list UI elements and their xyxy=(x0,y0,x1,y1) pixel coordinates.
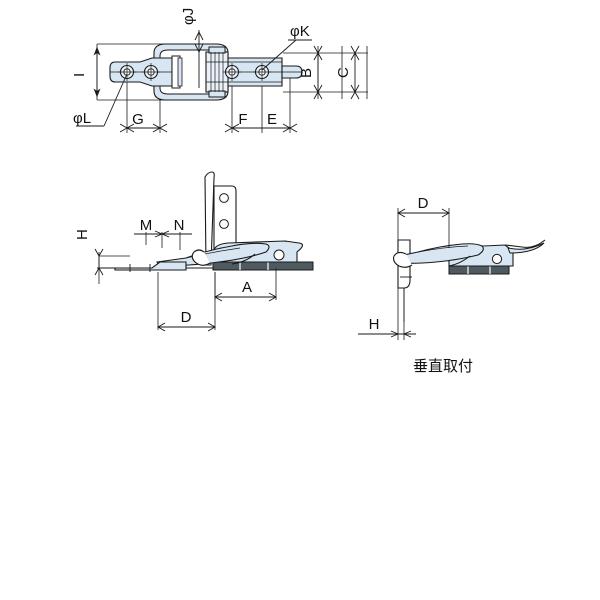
mid-view-hook-wire xyxy=(191,249,256,266)
mid-view-dim-a xyxy=(214,292,277,302)
dim-label-e: E xyxy=(267,111,277,128)
top-view-phi-l-leader xyxy=(103,73,128,127)
top-view-rivet-barrel xyxy=(205,46,229,98)
dim-label-a: A xyxy=(242,279,252,296)
top-view-phi-k-leader xyxy=(261,39,297,71)
mid-view-dim-mn xyxy=(134,230,192,238)
dim-label-f: F xyxy=(238,111,247,128)
right-view-dim-d xyxy=(397,208,450,218)
top-view-phi-j-leader xyxy=(194,30,204,88)
dim-label-b: B xyxy=(298,68,315,78)
dim-label-d-right: D xyxy=(418,195,429,212)
mid-view-dim-d xyxy=(157,322,216,332)
top-view-dim-g xyxy=(119,123,168,133)
dim-label-n: N xyxy=(174,217,185,234)
top-view-dim-e xyxy=(262,123,298,133)
side-view-vertical-mount: D H 垂直取付 xyxy=(358,195,546,375)
top-view-hinge-bracket xyxy=(171,55,183,89)
dim-label-phi-k: φK xyxy=(290,23,310,40)
dim-label-g: G xyxy=(132,111,144,128)
top-view-pivot-holes xyxy=(223,63,271,81)
dim-label-m: M xyxy=(140,217,153,234)
mid-view-dim-h xyxy=(94,248,104,276)
top-view-dim-b xyxy=(313,45,323,100)
mid-view-striker-bracket xyxy=(204,171,237,266)
dim-label-h-right: H xyxy=(369,316,380,333)
dim-label-i: I xyxy=(71,73,88,77)
right-view-dim-h xyxy=(358,330,416,338)
dim-label-phi-j: φJ xyxy=(180,8,197,25)
side-view-horizontal-mount: H M N A D xyxy=(74,171,314,332)
mid-view-left-plate xyxy=(114,261,187,272)
top-view-base-plate xyxy=(109,57,173,87)
dim-label-h-mid: H xyxy=(74,229,91,240)
top-plan-view: φJ φK φL I B C xyxy=(71,8,368,133)
mid-view-base-plate xyxy=(212,261,314,271)
right-view-base-plate xyxy=(448,265,510,275)
right-view-hook-wire xyxy=(393,251,471,268)
view-caption-vertical-mount: 垂直取付 xyxy=(413,357,473,375)
dim-label-phi-l: φL xyxy=(73,110,91,127)
top-view-mounting-holes xyxy=(118,63,160,81)
top-view-dim-c xyxy=(350,45,360,100)
right-view-extension-lines xyxy=(397,208,450,340)
dim-label-d-mid: D xyxy=(181,309,192,326)
dim-label-c: C xyxy=(335,67,352,78)
top-view-dim-f xyxy=(224,123,262,133)
